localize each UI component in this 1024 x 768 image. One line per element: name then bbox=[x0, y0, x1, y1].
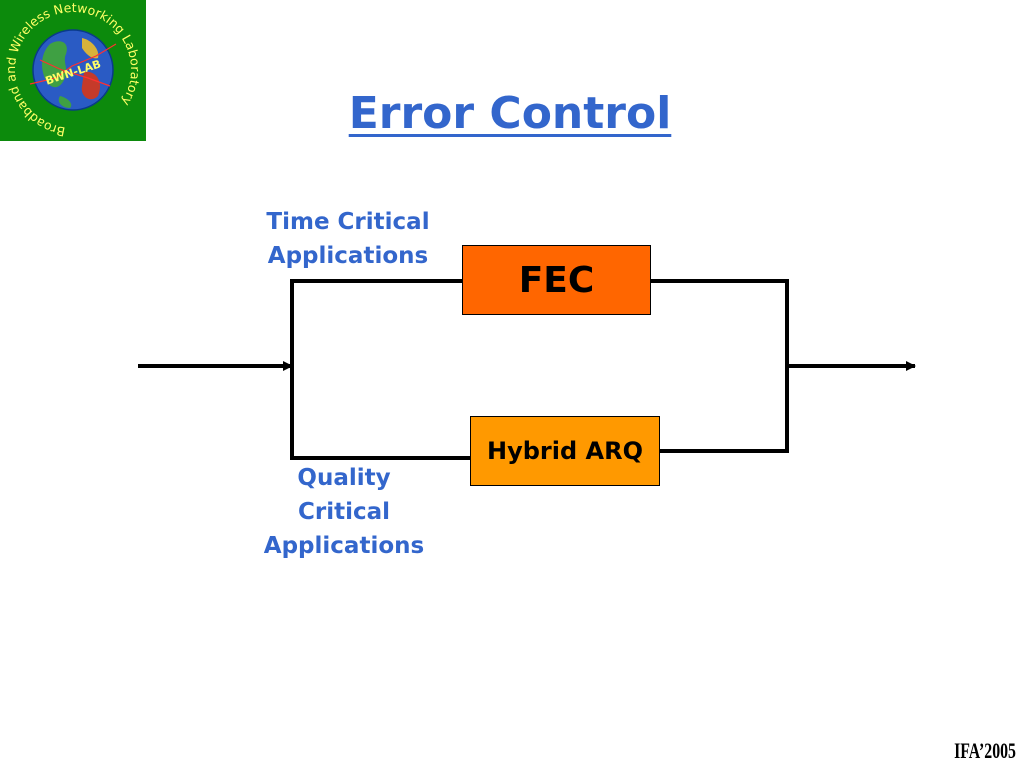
hybrid-arq-box-label: Hybrid ARQ bbox=[487, 437, 643, 465]
time-critical-label-line-2: Applications bbox=[267, 243, 429, 269]
quality-critical-label: Quality Critical Applications bbox=[234, 461, 454, 563]
fec-box-label: FEC bbox=[518, 259, 595, 301]
quality-critical-label-line-2: Critical bbox=[297, 499, 391, 525]
quality-critical-label-line-3: Applications bbox=[263, 533, 425, 559]
time-critical-label-line-1: Time Critical bbox=[266, 209, 430, 235]
page-title: Error Control bbox=[348, 88, 672, 139]
bwn-lab-logo: BWN-LAB Broadband and Wireless Networkin… bbox=[0, 0, 146, 141]
hybrid-arq-box: Hybrid ARQ bbox=[470, 416, 660, 486]
time-critical-label: Time Critical Applications bbox=[240, 205, 456, 273]
quality-critical-label-line-1: Quality bbox=[297, 465, 391, 491]
fec-box: FEC bbox=[462, 245, 651, 315]
slide-footer: IFA’2005 bbox=[954, 738, 1016, 763]
bwn-lab-logo-graphic: BWN-LAB Broadband and Wireless Networkin… bbox=[3, 0, 143, 139]
